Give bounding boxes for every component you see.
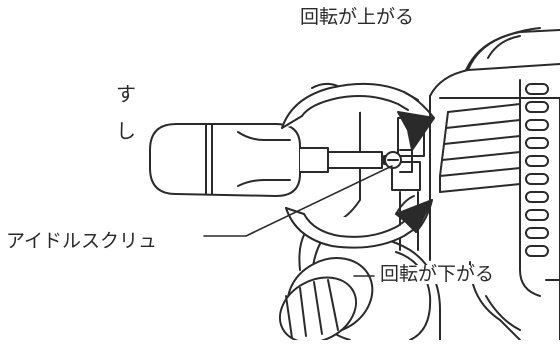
idle-screw (384, 149, 413, 173)
rpm-down-label: 回転が下がる (377, 265, 498, 284)
rpm-up-label: 回転が上がる (300, 6, 415, 28)
air-vent-slots (525, 83, 549, 257)
arrow-rpm-down (285, 195, 433, 249)
idle-screw-label: アイドルスクリュ (6, 230, 158, 252)
cropped-text-line-2: し (116, 119, 136, 143)
idle-screw-leader-line (203, 165, 393, 237)
screwdriver (149, 123, 395, 197)
top-shroud (465, 27, 541, 71)
air-filter-knob (278, 257, 374, 344)
cropped-text-line-1: す (116, 82, 136, 106)
arrow-rpm-up (281, 82, 435, 151)
